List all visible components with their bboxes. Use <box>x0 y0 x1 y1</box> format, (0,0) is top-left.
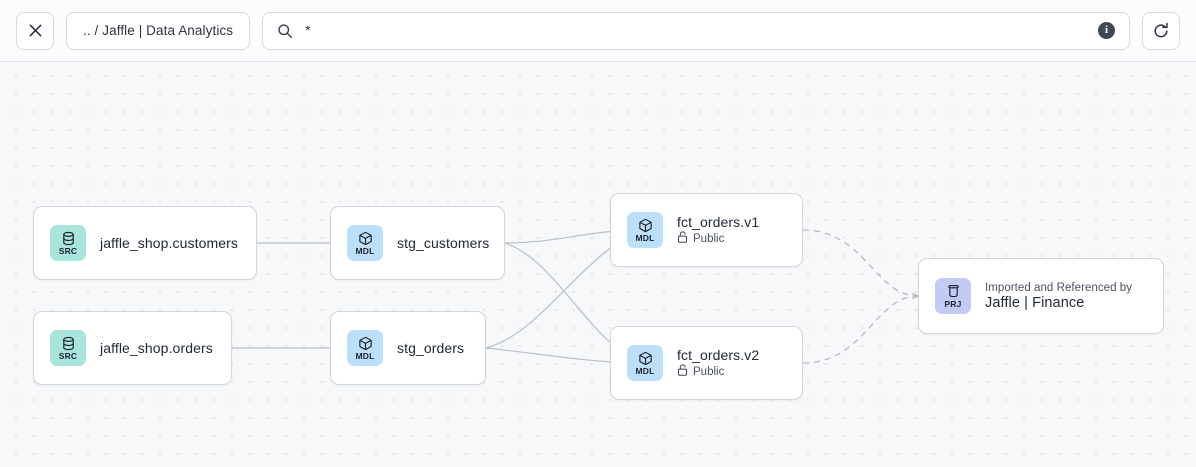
node-title: Jaffle | Finance <box>985 294 1085 311</box>
badge-src: SRC <box>50 225 86 261</box>
node-jaffle-shop-customers[interactable]: SRC jaffle_shop.customers <box>33 206 257 280</box>
node-visibility: Public <box>677 231 759 246</box>
badge-code: SRC <box>58 245 78 256</box>
node-stg-customers[interactable]: MDL stg_customers <box>330 206 505 280</box>
search-icon <box>278 23 293 38</box>
unlock-icon <box>677 231 688 246</box>
close-icon <box>29 24 41 37</box>
node-jaffle-finance[interactable]: PRJ Imported and Referenced by Jaffle | … <box>918 258 1164 334</box>
visibility-label: Public <box>693 365 725 378</box>
badge-mdl: MDL <box>347 330 383 366</box>
badge-mdl: MDL <box>627 345 663 381</box>
database-icon <box>61 336 76 351</box>
database-icon <box>61 231 76 246</box>
lineage-canvas[interactable]: SRC jaffle_shop.customers SRC jaffle_sh <box>0 62 1196 467</box>
node-visibility: Public <box>677 364 759 379</box>
badge-code: MDL <box>355 245 375 256</box>
badge-code: MDL <box>635 365 655 376</box>
info-icon[interactable]: i <box>1098 22 1115 39</box>
edge-v1-project <box>802 229 918 296</box>
node-title: fct_orders.v1 <box>677 214 760 230</box>
cube-icon <box>638 351 653 366</box>
node-title: fct_orders.v2 <box>677 347 760 363</box>
node-jaffle-shop-orders[interactable]: SRC jaffle_shop.orders <box>33 311 232 385</box>
breadcrumb: .. / Jaffle | Data Analytics <box>83 23 234 38</box>
node-fct-orders-v2[interactable]: MDL fct_orders.v2 Public <box>610 326 803 400</box>
cube-icon <box>358 336 373 351</box>
unlock-icon <box>677 364 688 379</box>
node-text: Imported and Referenced by Jaffle | Fina… <box>985 282 1132 311</box>
node-text: stg_orders <box>397 340 464 356</box>
search-box[interactable]: i <box>262 11 1130 50</box>
node-text: jaffle_shop.customers <box>100 235 238 251</box>
node-title: jaffle_shop.orders <box>100 340 213 356</box>
breadcrumb-button[interactable]: .. / Jaffle | Data Analytics <box>66 11 251 50</box>
node-text: stg_customers <box>397 235 490 251</box>
badge-prj: PRJ <box>935 278 971 314</box>
node-caption: Imported and Referenced by <box>985 281 1133 294</box>
node-fct-orders-v1[interactable]: MDL fct_orders.v1 Public <box>610 193 803 267</box>
search-input[interactable] <box>305 23 1086 38</box>
badge-code: MDL <box>635 232 655 243</box>
badge-mdl: MDL <box>347 225 383 261</box>
badge-src: SRC <box>50 330 86 366</box>
node-title: jaffle_shop.customers <box>100 235 239 251</box>
badge-code: MDL <box>355 350 375 361</box>
node-title: stg_orders <box>397 340 465 356</box>
cube-icon <box>358 231 373 246</box>
visibility-label: Public <box>693 232 725 245</box>
node-stg-orders[interactable]: MDL stg_orders <box>330 311 486 385</box>
toolbar: .. / Jaffle | Data Analytics i <box>0 0 1196 62</box>
badge-code: PRJ <box>944 298 962 309</box>
refresh-button[interactable] <box>1142 11 1180 50</box>
node-text: jaffle_shop.orders <box>100 340 213 356</box>
edge-v2-project <box>802 296 918 364</box>
badge-code: SRC <box>58 350 78 361</box>
node-text: fct_orders.v1 Public <box>677 214 759 246</box>
badge-mdl: MDL <box>627 212 663 248</box>
project-icon <box>946 284 961 299</box>
node-text: fct_orders.v2 Public <box>677 347 759 379</box>
cube-icon <box>638 218 653 233</box>
node-title: stg_customers <box>397 235 490 251</box>
close-button[interactable] <box>16 11 54 50</box>
refresh-icon <box>1154 22 1168 37</box>
